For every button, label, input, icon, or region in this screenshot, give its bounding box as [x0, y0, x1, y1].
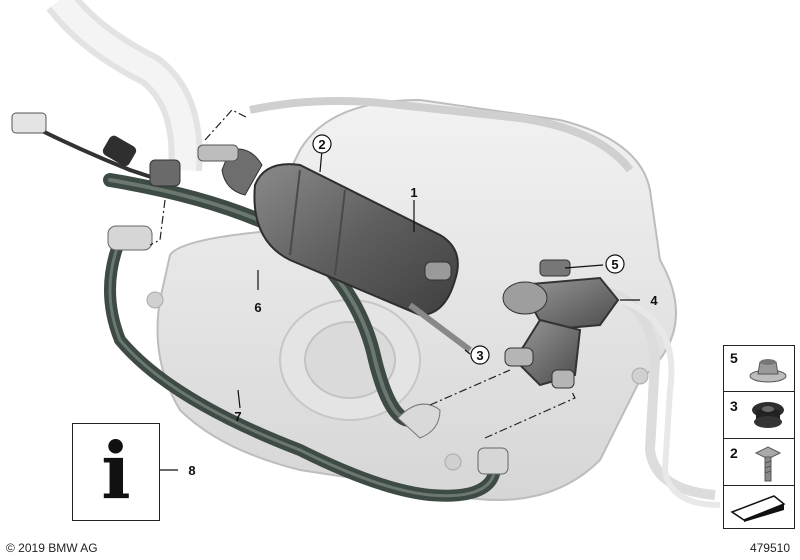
- callout-1-label: 1: [410, 185, 417, 200]
- callout-6-label: 6: [254, 300, 261, 315]
- legend-item-3: 3: [723, 391, 795, 440]
- legend-item-5: 5: [723, 345, 795, 393]
- legend-label-3: 3: [730, 398, 738, 414]
- hose-7: [104, 225, 509, 502]
- callout-lines: [158, 149, 640, 471]
- wire-harness: [11, 112, 181, 187]
- rubber-grommet-icon: [752, 402, 784, 428]
- wedge-arrow-icon: [730, 495, 786, 522]
- callout-7: 7: [234, 409, 241, 424]
- copyright-text: © 2019 BMW AG: [6, 541, 98, 555]
- connection-markers: [149, 109, 576, 439]
- flange-nut-icon: [749, 359, 787, 383]
- callout-4: 4: [650, 293, 658, 308]
- mounting-bracket: [408, 302, 472, 353]
- filler-neck: [46, 0, 203, 172]
- callout-4-label: 4: [650, 293, 658, 308]
- info-i-icon: i: [101, 426, 131, 517]
- callout-8: 8: [188, 463, 195, 478]
- legend-item-2: 2: [723, 438, 795, 487]
- callout-2-label: 2: [318, 137, 325, 152]
- callout-6: 6: [254, 300, 261, 315]
- legend-label-5: 5: [730, 350, 738, 366]
- document-number: 479510: [749, 541, 790, 555]
- callout-8-label: 8: [188, 463, 195, 478]
- tank-vent-valve: [502, 259, 620, 389]
- legend-item-direction: [723, 485, 795, 529]
- info-box: i: [72, 423, 160, 521]
- callout-5-label: 5: [611, 257, 618, 272]
- callout-7-label: 7: [234, 409, 241, 424]
- callout-1: 1: [410, 185, 417, 200]
- vent-lines: [598, 285, 721, 508]
- legend-label-2: 2: [730, 445, 738, 461]
- callout-5: 5: [605, 254, 625, 274]
- hex-bolt-icon: [754, 446, 782, 482]
- callout-3-label: 3: [476, 348, 483, 363]
- callout-3: 3: [470, 345, 490, 365]
- activated-charcoal-canister: [197, 144, 459, 317]
- callout-2: 2: [312, 134, 332, 154]
